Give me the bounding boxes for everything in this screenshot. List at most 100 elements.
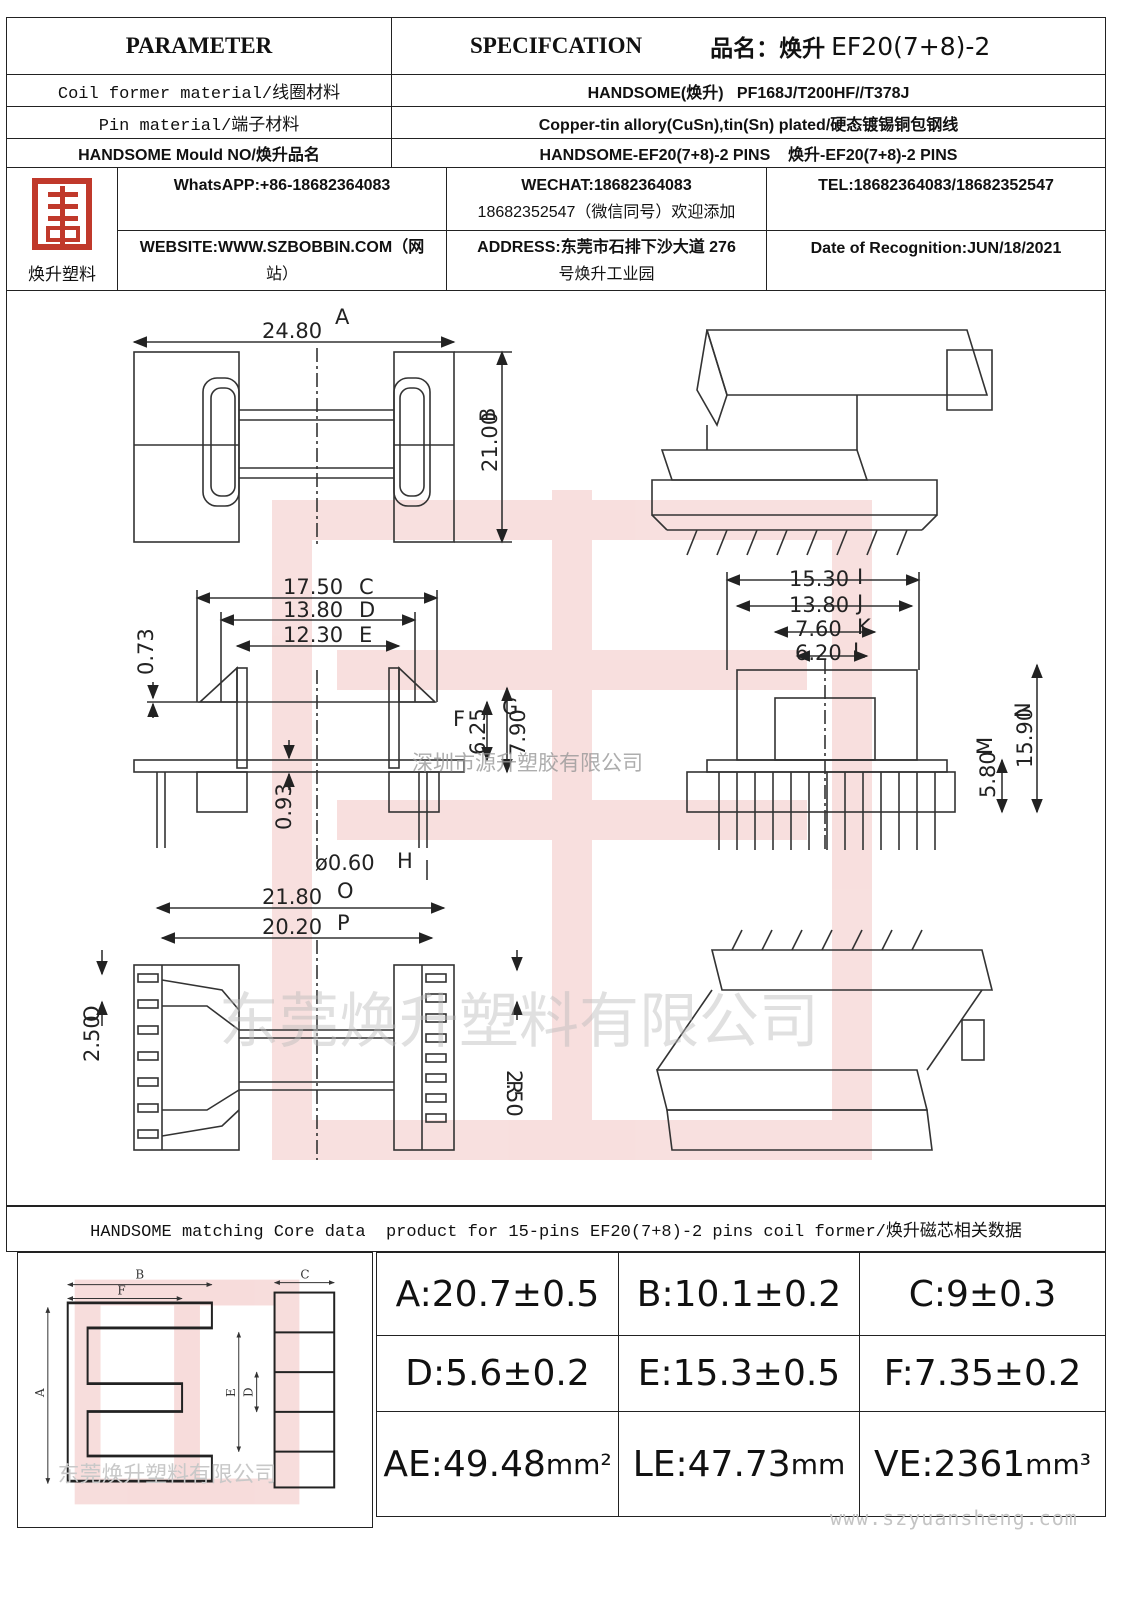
- dim-q-label: Q: [80, 1005, 104, 1022]
- core-ae-unit: mm²: [545, 1447, 612, 1481]
- dim-093-value: 0.93: [272, 783, 296, 830]
- whatsapp-text: WhatsAPP:+86-18682364083: [173, 177, 391, 194]
- row-label-text: Coil former material/线圈材料: [57, 84, 341, 104]
- core-value-f-text: F:7.35±0.2: [883, 1353, 1082, 1394]
- core-label-a: A: [33, 1388, 47, 1398]
- company-logo-icon: [32, 177, 92, 250]
- technical-drawing: 24.80 A 21.00 B 17.50 C 13.80 D 12.30 E …: [80, 305, 1043, 1160]
- specification-header-text: SPECIFCATION: [470, 33, 643, 58]
- row-value-mould-no: HANDSOME-EF20(7+8)-2 PINS 焕升-EF20(7+8)-2…: [391, 138, 1106, 168]
- dim-i-value: 15.30: [789, 567, 849, 591]
- row-value-text: HANDSOME(焕升) PF168J/T200HF//T378J: [587, 84, 910, 102]
- wechat-line2: 18682352547（微信同号）欢迎添加: [477, 204, 736, 221]
- dimension-labels: 24.80 A 21.00 B 17.50 C 13.80 D 12.30 E …: [80, 305, 1037, 1117]
- wechat-line1: WECHAT:18682364083: [521, 177, 692, 194]
- dim-d-value: 13.80: [283, 598, 343, 622]
- dim-d-label: D: [359, 598, 375, 622]
- address-line1: ADDRESS:东莞市石排下沙大道 276: [477, 238, 736, 256]
- core-title: HANDSOME matching Core data product for …: [6, 1206, 1106, 1252]
- dim-j-label: J: [855, 591, 863, 615]
- dim-k-value: 7.60: [795, 617, 842, 641]
- core-value-f: F:7.35±0.2: [859, 1335, 1106, 1412]
- dim-h-value: ø0.60: [315, 851, 375, 875]
- core-diagram-cell: B F C A E D 东莞焕升塑料有限公司: [17, 1252, 373, 1528]
- row-value-text: Copper-tin allory(CuSn),tin(Sn) plated/硬…: [538, 116, 959, 134]
- view-iso-bottom: [655, 929, 994, 1151]
- dim-l-label: L: [853, 639, 865, 663]
- dim-g-value: 7.90: [506, 709, 530, 756]
- dim-073-value: 0.73: [134, 628, 158, 675]
- tel-text: TEL:18682364083/18682352547: [818, 177, 1054, 194]
- website-line2: 站）: [265, 265, 298, 283]
- core-ae-value: AE:49.48: [383, 1443, 546, 1485]
- dim-c-value: 17.50: [283, 575, 343, 599]
- dim-b-label: B: [476, 408, 500, 422]
- address-line2: 号焕升工业园: [558, 265, 655, 283]
- contact-website: WEBSITE:WWW.SZBOBBIN.COM（网 站）: [117, 230, 447, 291]
- website-line1: WEBSITE:WWW.SZBOBBIN.COM（网: [139, 238, 425, 256]
- logo-cell: 焕升塑料: [6, 167, 118, 291]
- contact-whatsapp: WhatsAPP:+86-18682364083: [117, 167, 447, 231]
- dim-n-label: N: [1011, 702, 1035, 718]
- contact-wechat: WECHAT:18682364083 18682352547（微信同号）欢迎添加: [446, 167, 767, 231]
- dim-g-label: G: [502, 695, 518, 719]
- core-value-b-text: B:10.1±0.2: [636, 1273, 842, 1315]
- view-iso-top: [651, 329, 993, 556]
- dim-e-label: E: [359, 623, 372, 647]
- view-side-elevation: [686, 572, 1043, 850]
- contact-date: Date of Recognition:JUN/18/2021: [766, 230, 1106, 291]
- dim-o-value: 21.80: [262, 885, 322, 909]
- core-label-c: C: [300, 1268, 309, 1282]
- parameter-header-text: PARAMETER: [125, 33, 273, 58]
- row-label-mould-no: HANDSOME Mould NO/焕升品名: [6, 138, 392, 168]
- dim-i-label: I: [857, 565, 863, 589]
- core-label-f: F: [117, 1284, 125, 1298]
- watermark-small: 深圳市源升塑胶有限公司: [412, 751, 643, 775]
- dim-a-label: A: [335, 305, 350, 329]
- row-label-text: Pin material/端子材料: [98, 116, 300, 136]
- dim-j-value: 13.80: [789, 593, 849, 617]
- dim-r-value: 2.50: [502, 1070, 526, 1117]
- view-bottom: [96, 902, 523, 1160]
- product-name: EF20(7+8)-2: [831, 31, 991, 61]
- core-ve-unit: mm³: [1025, 1447, 1091, 1481]
- dim-a-value: 24.80: [262, 319, 322, 343]
- core-le-value: LE:47.73: [632, 1443, 791, 1485]
- view-front-elevation: [133, 590, 513, 880]
- row-value-coil-material: HANDSOME(焕升) PF168J/T200HF//T378J: [391, 74, 1106, 107]
- parameter-header: PARAMETER: [6, 17, 392, 75]
- logo-watermark: [272, 490, 872, 1160]
- core-diagram: B F C A E D 东莞焕升塑料有限公司: [33, 1268, 336, 1505]
- dim-p-label: P: [337, 911, 350, 935]
- row-label-coil-material: Coil former material/线圈材料: [6, 74, 392, 107]
- core-value-a: A:20.7±0.5: [376, 1252, 619, 1336]
- drawing-frame: 24.80 A 21.00 B 17.50 C 13.80 D 12.30 E …: [6, 290, 1106, 1206]
- dim-r-label: R: [502, 1080, 526, 1095]
- core-le-unit: mm: [790, 1447, 846, 1481]
- specification-header: SPECIFCATION 品名：焕升 EF20(7+8)-2: [391, 17, 1106, 75]
- contact-tel: TEL:18682364083/18682352547: [766, 167, 1106, 231]
- dim-m-label: M: [973, 737, 997, 755]
- footer-url-text: www.szyuansheng.com: [830, 1506, 1078, 1530]
- contact-address: ADDRESS:东莞市石排下沙大道 276 号焕升工业园: [446, 230, 767, 291]
- core-value-e-text: E:15.3±0.5: [637, 1353, 841, 1394]
- dim-p-value: 20.20: [262, 915, 322, 939]
- core-label-e: E: [224, 1388, 238, 1397]
- dim-f-value: 6.25: [466, 708, 490, 755]
- core-ve-value: VE:2361: [874, 1443, 1026, 1485]
- watermark-large: 东莞焕升塑料有限公司: [219, 987, 819, 1057]
- core-title-text: HANDSOME matching Core data product for …: [90, 1223, 1022, 1242]
- dim-c-label: C: [359, 575, 374, 599]
- row-value-text: HANDSOME-EF20(7+8)-2 PINS 焕升-EF20(7+8)-2…: [539, 147, 958, 164]
- core-diagram-watermark: 东莞焕升塑料有限公司: [58, 1462, 277, 1487]
- view-top-plan: [132, 336, 512, 548]
- row-label-text: HANDSOME Mould NO/焕升品名: [78, 147, 320, 164]
- logo-caption: 焕升塑料: [28, 264, 96, 284]
- core-value-a-text: A:20.7±0.5: [395, 1273, 600, 1315]
- dim-e-value: 12.30: [283, 623, 343, 647]
- dim-k-label: K: [857, 615, 872, 639]
- dim-h-label: H: [397, 849, 413, 873]
- core-value-c-text: C:9±0.3: [908, 1273, 1057, 1315]
